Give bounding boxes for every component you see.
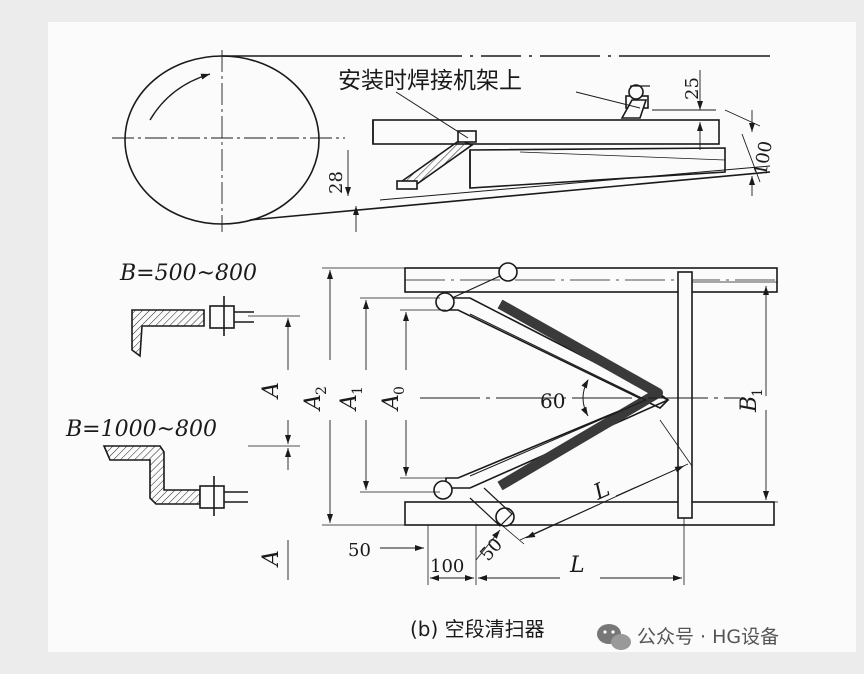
figure-caption: (b) 空段清扫器 xyxy=(410,617,545,641)
dim-50-diag-label: 50 xyxy=(476,534,507,565)
pivot-lower-right xyxy=(495,507,515,527)
dim-a1-label-group: A 1 xyxy=(337,386,366,412)
dim-a0-label: A xyxy=(379,394,404,412)
pivot-upper-left xyxy=(435,292,455,312)
annotation-leader-2 xyxy=(575,91,641,109)
dim-25-label: 25 xyxy=(682,77,703,100)
pivot-upper-right xyxy=(498,262,518,282)
top-annotation: 安装时焊接机架上 xyxy=(338,68,522,94)
dim-a2-subscript: 2 xyxy=(314,386,330,395)
dim-b1-subscript: 1 xyxy=(750,388,766,397)
dim-a1-label: A xyxy=(337,394,362,412)
dim-a0-subscript: 0 xyxy=(392,386,408,395)
plan-view xyxy=(248,262,778,585)
angle-60-label: 60 xyxy=(540,389,565,413)
dim-l-bottom-label: L xyxy=(569,553,585,578)
drawing-sheet xyxy=(48,22,856,652)
dim-b1-label-group: B 1 xyxy=(737,388,766,413)
dim-a1-subscript: 1 xyxy=(350,386,366,395)
frame-bar xyxy=(372,119,720,145)
vertical-post xyxy=(677,271,693,519)
annotation-leader-1 xyxy=(395,91,469,139)
dim-a-upper-label: A xyxy=(259,382,284,400)
support-block xyxy=(457,130,477,143)
scraper-body xyxy=(469,147,726,189)
watermark-text: 公众号 · HG设备 xyxy=(637,626,779,648)
dim-28-label: 28 xyxy=(326,171,347,194)
top-view xyxy=(112,50,771,232)
rubber-blade xyxy=(497,299,663,491)
belt-lower-line xyxy=(249,171,771,221)
watermark: 公众号 · HG设备 xyxy=(597,624,779,650)
bracket-large xyxy=(102,445,248,516)
dim-a-lower-label: A xyxy=(259,550,284,568)
wechat-icon xyxy=(597,624,631,650)
bracket-small xyxy=(131,296,254,358)
belt-lower-extension xyxy=(379,165,771,201)
bottom-rail xyxy=(404,501,775,526)
rotation-arrow xyxy=(149,73,211,121)
dim-100-bottom-label: 100 xyxy=(430,556,464,577)
dim-50-left-label: 50 xyxy=(348,540,371,561)
dim-a2-label: A xyxy=(301,394,326,412)
pivot-lower-left xyxy=(433,480,453,500)
dim-100-top-label: 100 xyxy=(750,139,777,176)
dim-a2-label-group: A 2 xyxy=(301,386,330,412)
dim-b1-label: B xyxy=(737,396,762,413)
label-b-small: B=500~800 xyxy=(119,261,257,286)
label-b-large: B=1000~800 xyxy=(65,417,217,442)
dim-a0-label-group: A 0 xyxy=(379,386,408,412)
